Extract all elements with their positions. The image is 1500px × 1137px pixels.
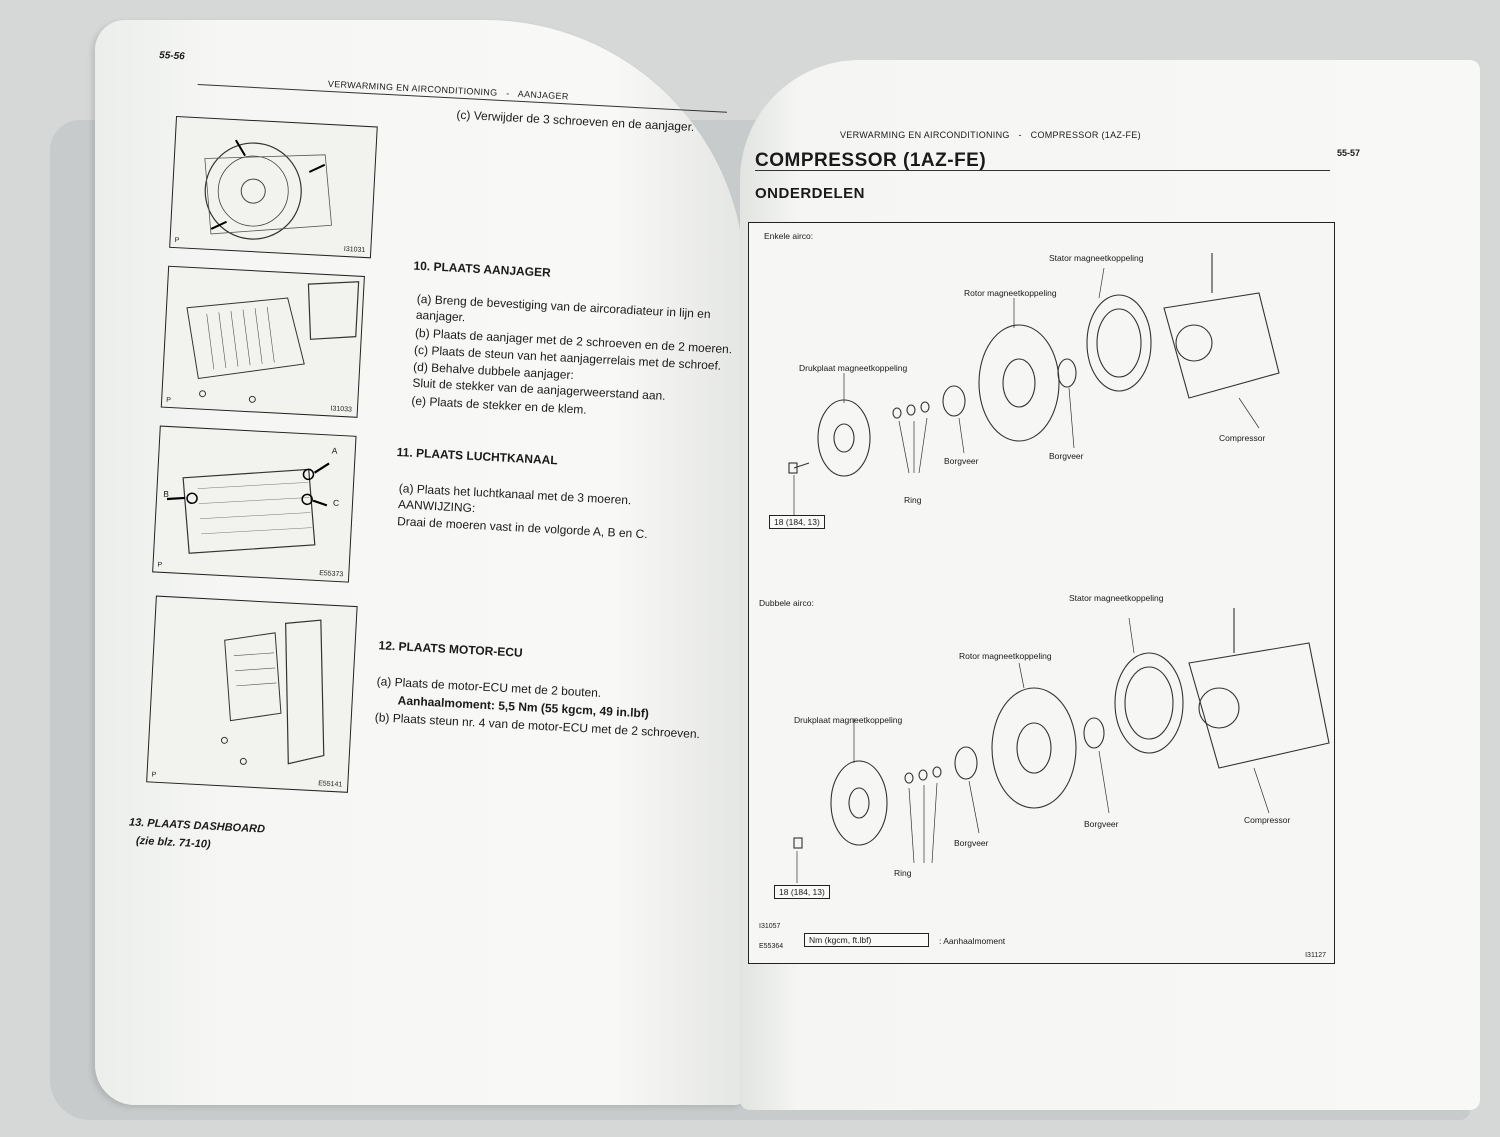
step12-title: 12. PLAATS MOTOR-ECU (378, 638, 524, 660)
label-b: B (162, 488, 170, 500)
figure2-code: I31033 (330, 405, 353, 414)
label-c: C (332, 497, 340, 509)
step11-line-3: Draai de moeren vast in de volgorde A, B… (396, 514, 648, 542)
single-rotor-label: Rotor magneetkoppeling (964, 288, 1057, 298)
double-torque-value: 18 (184, 13) (774, 885, 830, 899)
figure1-corner: P (174, 237, 180, 245)
figure-engine-ecu: E55141 P (146, 595, 358, 793)
double-airco-heading: Dubbele airco: (759, 598, 814, 608)
right-page-number: 55-57 (1336, 148, 1360, 158)
single-borgveer-1: Borgveer (1049, 451, 1084, 461)
legend-code-2: E55364 (759, 943, 784, 950)
figure2-corner: P (165, 396, 171, 405)
legend-code-1: I31057 (759, 923, 781, 930)
diagram-corner-code: I31127 (1305, 952, 1326, 959)
parts-diagram-drawing (788, 253, 1330, 883)
double-borgveer-1: Borgveer (1084, 819, 1119, 829)
single-ring-label: Ring (904, 495, 922, 505)
figure3-code: E55373 (318, 570, 344, 579)
page-subtitle: ONDERDELEN (755, 185, 866, 202)
figure3-corner: P (157, 561, 163, 569)
single-stator-label: Stator magneetkoppeling (1049, 253, 1144, 263)
step10-line-2: aanjager. (415, 307, 466, 325)
figure-air-duct: A B C E55373 P (152, 425, 357, 583)
step13-ref: (zie blz. 71-10) (135, 834, 211, 851)
step10-title: 10. PLAATS AANJAGER (413, 258, 552, 280)
figure-blower-install: I31033 P (160, 265, 365, 418)
double-ring-label: Ring (894, 868, 912, 878)
double-rotor-label: Rotor magneetkoppeling (959, 651, 1052, 661)
step11-line-2: AANWIJZING: (397, 497, 476, 516)
single-airco-heading: Enkele airco: (764, 231, 814, 241)
step12-line-b: (b) Plaats steun nr. 4 van de motor-ECU … (374, 710, 701, 742)
single-compressor-label: Compressor (1219, 433, 1266, 443)
single-torque-value: 18 (184, 13) (769, 515, 825, 529)
right-header-rule (755, 170, 1330, 171)
legend-text: : Aanhaalmoment (939, 936, 1006, 946)
single-borgveer-2: Borgveer (944, 456, 979, 466)
label-a: A (331, 445, 338, 456)
step9-c-text: (c) Verwijder de 3 schroeven en de aanja… (456, 107, 695, 135)
left-page-number: 55-56 (158, 49, 186, 63)
figure-blower-removal: I31031 P (169, 115, 378, 259)
single-pressure-plate-label: Drukplaat magneetkoppeling (799, 363, 908, 373)
legend-unit-box: Nm (kgcm, ft.lbf) (804, 933, 929, 947)
double-compressor-label: Compressor (1244, 815, 1291, 825)
right-page-content: VERWARMING EN AIRCONDITIONING - COMPRESS… (748, 130, 1475, 980)
figure1-code: I31031 (343, 245, 366, 255)
double-borgveer-2: Borgveer (954, 838, 989, 848)
double-pressure-plate-label: Drukplaat magneetkoppeling (794, 715, 903, 725)
left-page-content: 55-56 VERWARMING EN AIRCONDITIONING - AA… (113, 40, 739, 969)
double-stator-label: Stator magneetkoppeling (1069, 593, 1164, 603)
step11-title: 11. PLAATS LUCHTKANAAL (396, 444, 559, 468)
figure4-code: E55141 (317, 780, 343, 789)
page-title: COMPRESSOR (1AZ-FE) (755, 150, 987, 171)
right-section-header: VERWARMING EN AIRCONDITIONING - COMPRESS… (840, 130, 1141, 140)
figure4-corner: P (151, 771, 157, 779)
parts-diagram: Enkele airco: Stator magneetkoppeling Ro… (748, 222, 1335, 964)
